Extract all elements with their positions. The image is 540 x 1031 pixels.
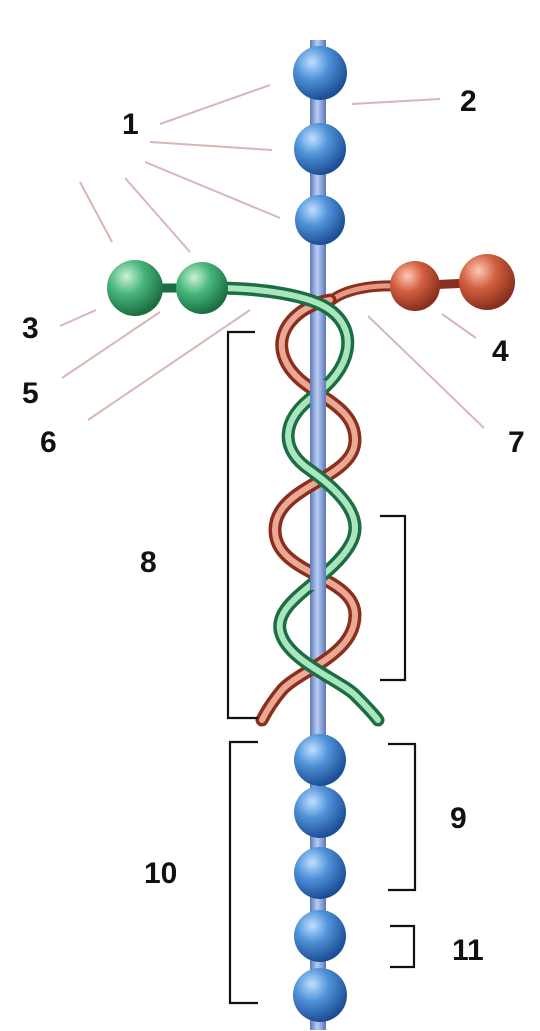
blue-bead [294, 734, 346, 786]
green-bead [107, 260, 163, 316]
rod-overlay [310, 380, 326, 410]
blue-bead [294, 786, 346, 838]
bracket-11 [390, 924, 416, 969]
blue-bead [293, 46, 347, 100]
blue-bead [294, 847, 346, 899]
label-4: 4 [492, 335, 509, 368]
label-3: 3 [22, 312, 39, 345]
rod-overlay [310, 560, 326, 590]
bracket-10 [228, 740, 258, 1005]
red-bead [459, 254, 515, 310]
label-5: 5 [22, 377, 39, 410]
label-6: 6 [40, 426, 57, 459]
label-7: 7 [508, 426, 525, 459]
blue-bead [293, 968, 347, 1022]
green-strand [160, 281, 385, 727]
green-bead [176, 262, 228, 314]
blue-bead [294, 910, 346, 962]
label-2: 2 [460, 85, 477, 118]
label-9: 9 [450, 802, 467, 835]
bracket-8 [226, 330, 258, 720]
label-8: 8 [140, 546, 157, 579]
bracket-9 [388, 742, 417, 892]
blue-bead [294, 123, 346, 175]
label-1: 1 [122, 108, 139, 141]
label-10: 10 [144, 857, 177, 890]
label-11: 11 [452, 934, 484, 967]
bracket-right-mid [380, 514, 407, 682]
blue-bead [295, 195, 345, 245]
leader-lines [59, 84, 485, 429]
red-bead [390, 261, 440, 311]
